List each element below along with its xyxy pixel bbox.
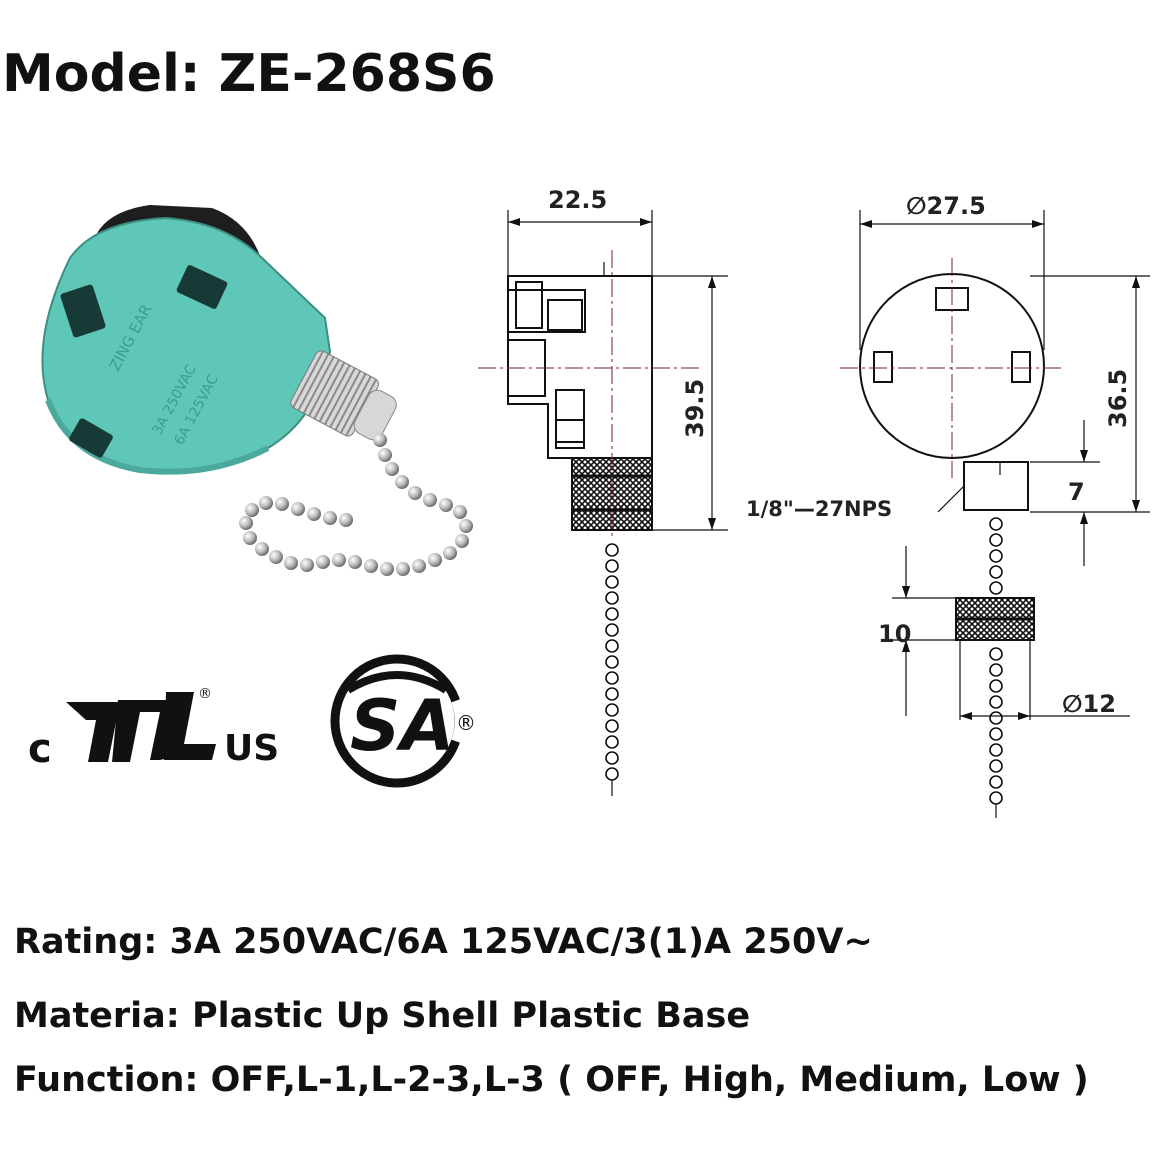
terminal-slot <box>176 265 228 309</box>
thread-height-label: 7 <box>1068 478 1085 506</box>
material-spec: Materia: Plastic Up Shell Plastic Base <box>14 996 751 1036</box>
pull-chain <box>239 433 473 576</box>
side-view-drawing <box>478 210 728 796</box>
csa-logo: SA ® <box>330 654 476 788</box>
ul-listing-logo: c ® US <box>28 686 279 772</box>
function-spec: Function: OFF,L-1,L-2-3,L-3 ( OFF, High,… <box>14 1060 1089 1100</box>
front-diameter-label: ∅27.5 <box>906 192 986 220</box>
knob-height-label: 10 <box>878 620 911 648</box>
thread-stub <box>963 461 1029 511</box>
ul-suffix: US <box>224 728 279 769</box>
rating-spec: Rating: 3A 250VAC/6A 125VAC/3(1)A 250V~ <box>14 922 873 962</box>
csa-registered-mark: ® <box>456 711 476 735</box>
front-view-drawing <box>840 210 1150 818</box>
diagram-canvas: ZING EAR 3A 250VAC 6A 125VAC c ® U <box>28 186 1150 818</box>
side-height-label: 39.5 <box>681 379 709 438</box>
csa-letters: SA <box>350 685 455 767</box>
terminal-slot <box>69 418 113 458</box>
ul-prefix: c <box>28 726 52 772</box>
switch-photo: ZING EAR 3A 250VAC 6A 125VAC <box>41 205 473 576</box>
terminal-slot <box>60 284 106 338</box>
knob-diameter-label: ∅12 <box>1062 690 1116 718</box>
thread-size-label: 1/8"—27NPS <box>746 497 892 521</box>
front-height-label: 36.5 <box>1104 369 1132 428</box>
side-width-label: 22.5 <box>548 186 607 214</box>
ul-registered-mark: ® <box>198 686 212 702</box>
model-title: Model: ZE-268S6 <box>2 44 496 104</box>
